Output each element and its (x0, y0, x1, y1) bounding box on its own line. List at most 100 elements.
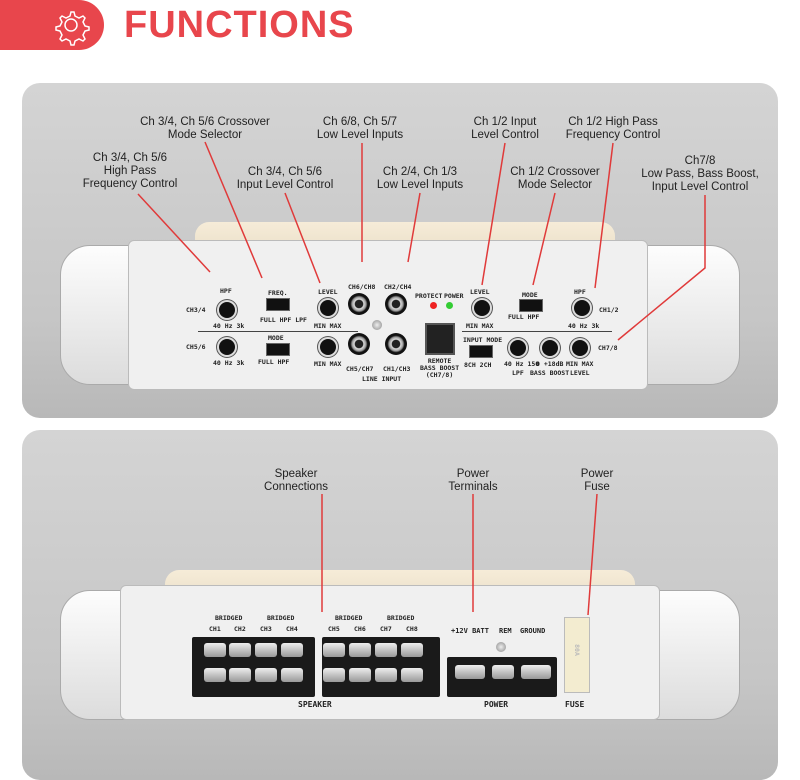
ground-terminal[interactable] (521, 665, 551, 679)
channel-label: CH5 (328, 625, 340, 633)
ch12-level-knob[interactable] (474, 300, 490, 316)
power-label: POWER (484, 700, 509, 709)
leader-line (407, 192, 421, 263)
divider (462, 331, 612, 332)
ch56-hpf-knob[interactable] (219, 339, 235, 355)
speaker-terminal[interactable] (281, 668, 303, 682)
callout-ch3456-crossover: Ch 3/4, Ch 5/6 Crossover Mode Selector (140, 116, 270, 141)
speaker-terminal[interactable] (323, 668, 345, 682)
ch12-hpf-knob[interactable] (574, 300, 590, 316)
speaker-terminal[interactable] (204, 668, 226, 682)
minmax-label: MIN MAX (314, 360, 342, 368)
minmax-label: MIN MAX (566, 360, 594, 368)
speaker-terminal[interactable] (375, 643, 397, 657)
ch34-label: CH3/4 (186, 306, 206, 314)
channel-label: CH4 (286, 625, 298, 633)
speaker-terminal[interactable] (401, 643, 423, 657)
input-mode-switch[interactable] (469, 345, 493, 358)
callout-ch12-level: Ch 1/2 Input Level Control (471, 116, 539, 141)
ch12-mode-switch[interactable] (519, 299, 543, 312)
gear-icon (55, 11, 90, 46)
power-label: POWER (444, 292, 464, 300)
ch12-label: CH1/2 (599, 306, 619, 314)
callout-ch3456-hpf: Ch 3/4, Ch 5/6 High Pass Frequency Contr… (82, 152, 178, 190)
speaker-terminal[interactable] (349, 668, 371, 682)
ch13-label: CH1/CH3 (383, 365, 411, 373)
leader-line (204, 141, 263, 279)
ch34-level-knob[interactable] (320, 300, 336, 316)
rca-ch13[interactable] (385, 333, 407, 355)
rca-ch68[interactable] (348, 293, 370, 315)
channel-label: CH1 (209, 625, 221, 633)
hz-range: 40 Hz 3k (568, 322, 600, 330)
level-label: LEVEL (570, 369, 590, 377)
speaker-terminal[interactable] (281, 643, 303, 657)
ch68-label: CH6/CH8 (348, 283, 376, 291)
minmax-label: MIN MAX (466, 322, 494, 330)
speaker-terminal[interactable] (401, 668, 423, 682)
hpf-label: HPF (220, 287, 232, 295)
callout-ch3456-level: Ch 3/4, Ch 5/6 Input Level Control (236, 166, 334, 191)
callout-power-terminals: Power Terminals (448, 468, 498, 493)
hz-range: 40 Hz 3k (213, 322, 245, 330)
ch34-freq-switch[interactable] (266, 298, 290, 311)
ch78-level-knob[interactable] (572, 340, 588, 356)
batt-label: +12V BATT (451, 627, 489, 635)
power-led (446, 302, 453, 309)
speaker-terminal[interactable] (229, 643, 251, 657)
speaker-terminal[interactable] (229, 668, 251, 682)
bridged-label: BRIDGED (215, 614, 243, 622)
batt-terminal[interactable] (455, 665, 485, 679)
rem-terminal[interactable] (492, 665, 514, 679)
callout-ch24-inputs: Ch 2/4, Ch 1/3 Low Level Inputs (376, 166, 464, 191)
speaker-terminal[interactable] (255, 643, 277, 657)
amp-front-face (128, 240, 648, 390)
lpf-range: 40 Hz 150 (504, 360, 540, 368)
lpf-label: LPF (512, 369, 524, 377)
fuse[interactable] (564, 617, 590, 693)
ch57-label: CH5/CH7 (346, 365, 374, 373)
leader-line (532, 192, 556, 286)
mode-options: FULL HPF (258, 358, 290, 366)
leader-line (617, 195, 706, 341)
leader-line (137, 193, 211, 273)
mode-options: FULL HPF (508, 313, 540, 321)
header-badge (0, 0, 104, 50)
rem-label: REM (499, 627, 512, 635)
channel-label: CH2 (234, 625, 246, 633)
protect-led (430, 302, 437, 309)
ch34-hpf-knob[interactable] (219, 302, 235, 318)
speaker-terminal[interactable] (349, 643, 371, 657)
lpf-knob[interactable] (510, 340, 526, 356)
input-mode-label: INPUT MODE (463, 336, 503, 344)
channel-label: CH3 (260, 625, 272, 633)
ch56-level-knob[interactable] (320, 339, 336, 355)
rca-ch57[interactable] (348, 333, 370, 355)
ch56-mode-switch[interactable] (266, 343, 290, 356)
mode-label: MODE (268, 334, 284, 342)
hpf-label: HPF (574, 288, 586, 296)
bass-boost-knob[interactable] (542, 340, 558, 356)
leader-line (594, 142, 614, 289)
rca-ch24[interactable] (385, 293, 407, 315)
hz-range: 40 Hz 3k (213, 359, 245, 367)
speaker-terminal[interactable] (204, 643, 226, 657)
leader-line (587, 493, 598, 616)
speaker-terminal[interactable] (255, 668, 277, 682)
minmax-label: MIN MAX (314, 322, 342, 330)
leader-line (284, 192, 321, 284)
callout-power-fuse: Power Fuse (580, 468, 614, 493)
callout-ch12-crossover: Ch 1/2 Crossover Mode Selector (510, 166, 600, 191)
bass-boost-label: BASS BOOST (530, 369, 570, 377)
line-input-label: LINE INPUT (362, 375, 402, 383)
speaker-terminal[interactable] (375, 668, 397, 682)
remote-bass-boost-jack[interactable] (425, 323, 455, 355)
bridged-label: BRIDGED (387, 614, 415, 622)
ch24-label: CH2/CH4 (384, 283, 412, 291)
channel-label: CH8 (406, 625, 418, 633)
protect-label: PROTECT (415, 292, 443, 300)
speaker-terminal[interactable] (323, 643, 345, 657)
callout-ch12-hpf: Ch 1/2 High Pass Frequency Control (565, 116, 661, 141)
speaker-label: SPEAKER (298, 700, 332, 709)
